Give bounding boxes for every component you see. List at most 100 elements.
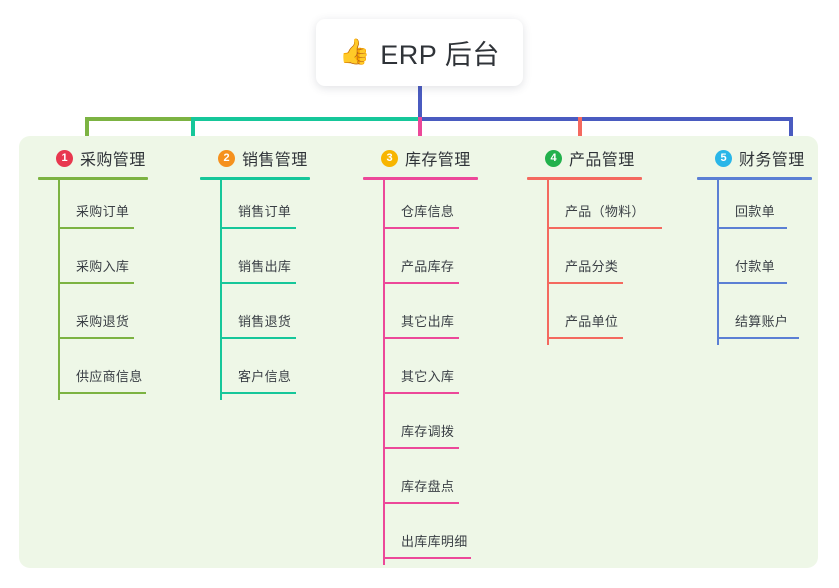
branch-column-3: 3 库存管理 仓库信息 产品库存 其它出库 其它入库 库存调拨 [363, 146, 523, 565]
leaf-label: 销售退货 [238, 314, 292, 329]
leaf-rule [58, 282, 134, 284]
leaf-rule [717, 337, 799, 339]
branch-rule-5 [697, 177, 812, 180]
leaf-item[interactable]: 付款单 [697, 235, 827, 290]
content-panel [19, 136, 818, 568]
leaf-rule [220, 337, 296, 339]
leaf-item[interactable]: 销售订单 [200, 180, 350, 235]
leaf-item[interactable]: 销售出库 [200, 235, 350, 290]
leaf-item[interactable]: 库存盘点 [363, 455, 523, 510]
leaf-item[interactable]: 供应商信息 [38, 345, 188, 400]
leaf-label: 采购订单 [76, 204, 130, 219]
leaf-rule [383, 557, 471, 559]
leaf-label: 库存盘点 [401, 479, 455, 494]
leaf-rule [383, 337, 459, 339]
leaf-label: 结算账户 [735, 314, 789, 329]
branch-title-3: 库存管理 [405, 152, 471, 169]
leaf-rule [58, 392, 146, 394]
leaf-item[interactable]: 其它入库 [363, 345, 523, 400]
leaf-rule [58, 337, 134, 339]
branch-rule-2 [200, 177, 310, 180]
branch-title-1: 采购管理 [80, 152, 146, 169]
branch-badge-5: 5 [715, 149, 732, 167]
leaf-rule [547, 282, 623, 284]
leaf-item[interactable]: 客户信息 [200, 345, 350, 400]
branch-spine-5 [717, 180, 719, 345]
leaf-rule [383, 447, 459, 449]
branch-badge-4: 4 [545, 149, 562, 167]
leaf-item[interactable]: 产品库存 [363, 235, 523, 290]
branch-children-5: 回款单 付款单 结算账户 [697, 180, 827, 345]
branch-header-2[interactable]: 2 销售管理 [200, 146, 350, 170]
branch-column-5: 5 财务管理 回款单 付款单 结算账户 [697, 146, 827, 345]
branch-column-4: 4 产品管理 产品（物料） 产品分类 产品单位 [527, 146, 697, 345]
branch-header-3[interactable]: 3 库存管理 [363, 146, 523, 170]
branch-rule-3 [363, 177, 478, 180]
branch-rule-4 [527, 177, 642, 180]
branch-children-3: 仓库信息 产品库存 其它出库 其它入库 库存调拨 库存盘点 [363, 180, 523, 565]
leaf-label: 库存调拨 [401, 424, 455, 439]
leaf-item[interactable]: 采购入库 [38, 235, 188, 290]
leaf-rule [220, 227, 296, 229]
root-title: ERP 后台 [380, 40, 500, 70]
leaf-label: 其它入库 [401, 369, 455, 384]
leaf-item[interactable]: 其它出库 [363, 290, 523, 345]
leaf-label: 其它出库 [401, 314, 455, 329]
branch-column-2: 2 销售管理 销售订单 销售出库 销售退货 客户信息 [200, 146, 350, 400]
leaf-label: 采购退货 [76, 314, 130, 329]
leaf-rule [547, 337, 623, 339]
branch-title-5: 财务管理 [739, 152, 805, 169]
leaf-label: 产品库存 [401, 259, 455, 274]
leaf-rule [717, 282, 787, 284]
branch-spine-3 [383, 180, 385, 565]
branch-header-4[interactable]: 4 产品管理 [527, 146, 697, 170]
branch-spine-1 [58, 180, 60, 400]
leaf-item[interactable]: 库存调拨 [363, 400, 523, 455]
leaf-label: 出库库明细 [401, 534, 468, 549]
leaf-rule [383, 502, 459, 504]
branch-column-1: 1 采购管理 采购订单 采购入库 采购退货 供应商信息 [38, 146, 188, 400]
leaf-label: 销售出库 [238, 259, 292, 274]
leaf-item[interactable]: 产品分类 [527, 235, 697, 290]
branch-children-2: 销售订单 销售出库 销售退货 客户信息 [200, 180, 350, 400]
leaf-rule [58, 227, 134, 229]
branch-badge-2: 2 [218, 149, 235, 167]
leaf-label: 客户信息 [238, 369, 292, 384]
leaf-label: 销售订单 [238, 204, 292, 219]
leaf-item[interactable]: 采购退货 [38, 290, 188, 345]
branch-badge-1: 1 [56, 149, 73, 167]
leaf-rule [220, 392, 296, 394]
leaf-label: 产品（物料） [565, 204, 645, 219]
leaf-rule [383, 282, 459, 284]
branch-header-5[interactable]: 5 财务管理 [697, 146, 827, 170]
branch-spine-4 [547, 180, 549, 345]
branch-title-4: 产品管理 [569, 152, 635, 169]
branch-badge-3: 3 [381, 149, 398, 167]
leaf-item[interactable]: 产品单位 [527, 290, 697, 345]
leaf-item[interactable]: 结算账户 [697, 290, 827, 345]
leaf-rule [383, 227, 459, 229]
branch-rule-1 [38, 177, 148, 180]
thumbs-up-icon: 👍 [339, 38, 371, 66]
leaf-label: 产品分类 [565, 259, 619, 274]
branch-children-1: 采购订单 采购入库 采购退货 供应商信息 [38, 180, 188, 400]
root-node[interactable]: 👍 ERP 后台 [316, 19, 523, 86]
leaf-item[interactable]: 销售退货 [200, 290, 350, 345]
branch-header-1[interactable]: 1 采购管理 [38, 146, 188, 170]
leaf-label: 回款单 [735, 204, 775, 219]
leaf-item[interactable]: 采购订单 [38, 180, 188, 235]
leaf-label: 付款单 [735, 259, 775, 274]
leaf-label: 供应商信息 [76, 369, 143, 384]
branch-title-2: 销售管理 [242, 152, 308, 169]
leaf-rule [717, 227, 787, 229]
leaf-item[interactable]: 产品（物料） [527, 180, 697, 235]
branch-spine-2 [220, 180, 222, 400]
leaf-item[interactable]: 仓库信息 [363, 180, 523, 235]
leaf-item[interactable]: 回款单 [697, 180, 827, 235]
leaf-rule [220, 282, 296, 284]
leaf-label: 产品单位 [565, 314, 619, 329]
leaf-rule [383, 392, 459, 394]
leaf-item[interactable]: 出库库明细 [363, 510, 523, 565]
branch-children-4: 产品（物料） 产品分类 产品单位 [527, 180, 697, 345]
